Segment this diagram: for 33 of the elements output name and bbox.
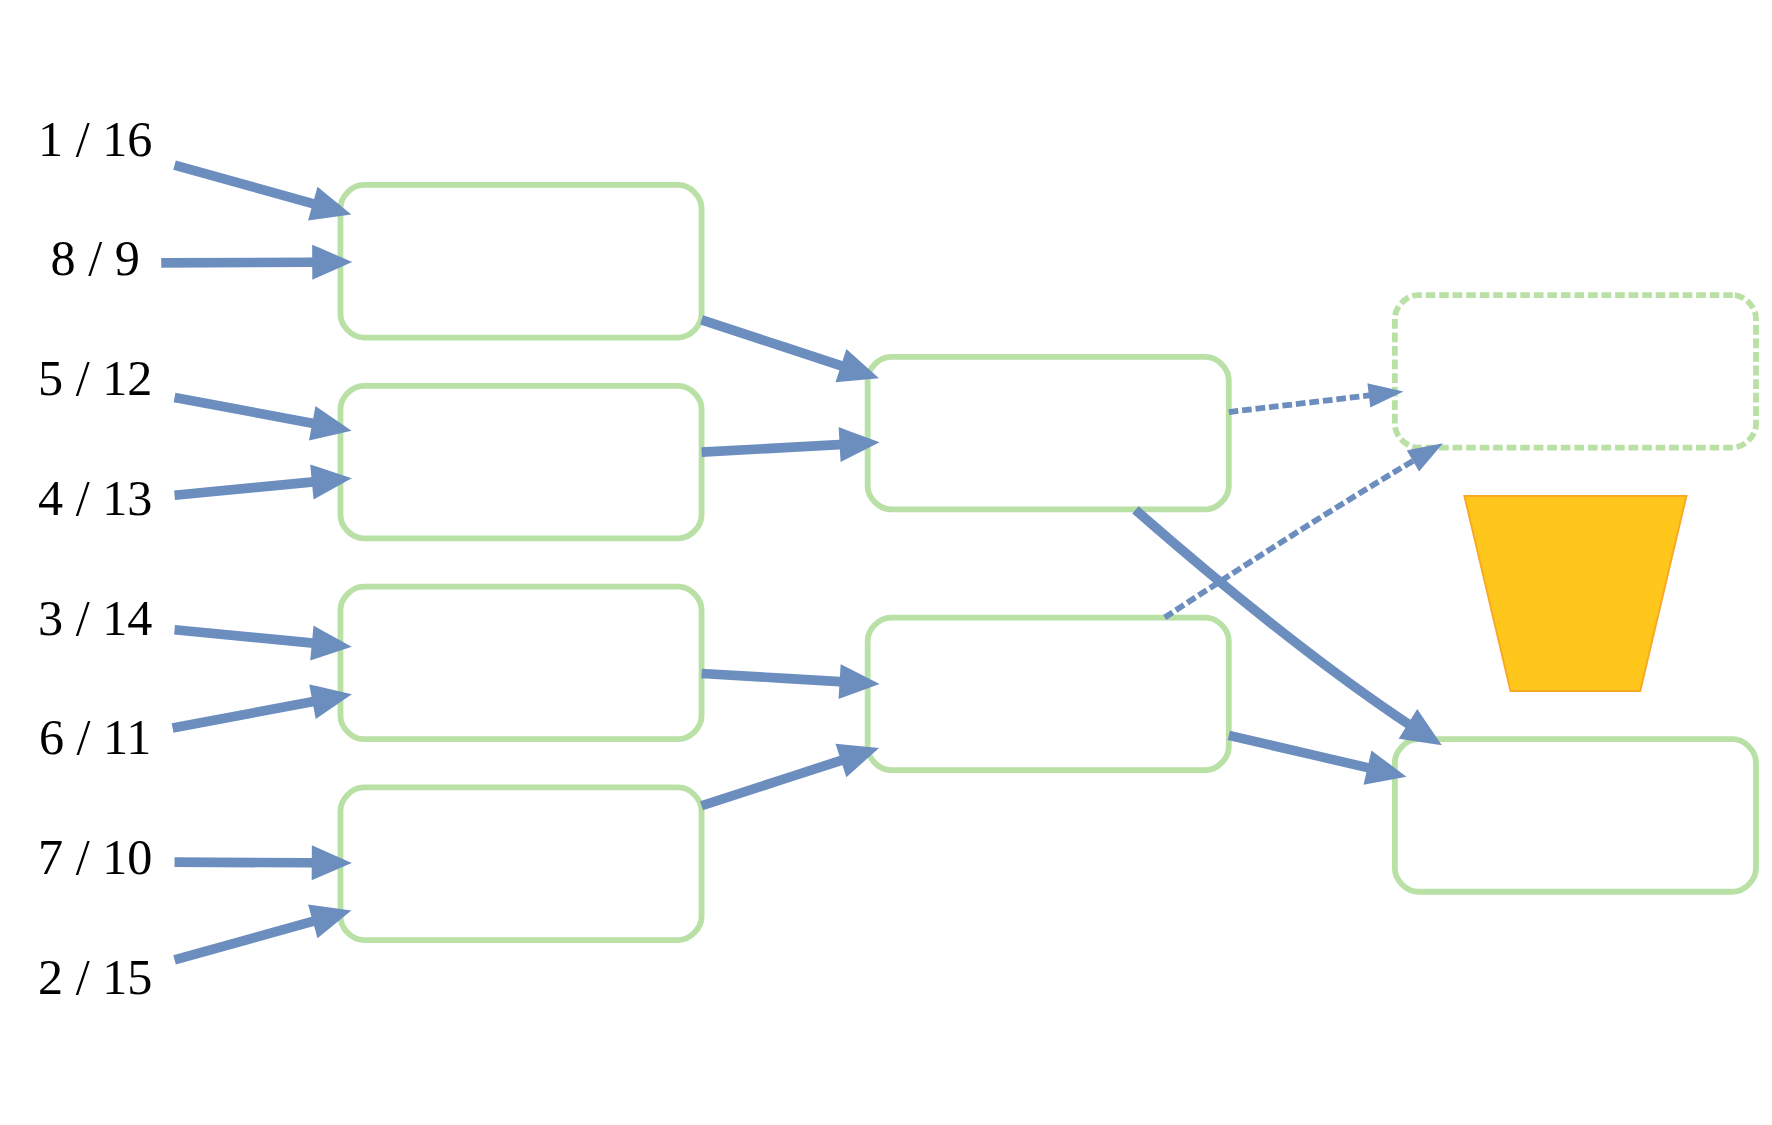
node-box [864,353,1232,513]
arrow [701,427,880,463]
arrow [174,464,352,500]
arrow [173,904,352,965]
arrow [173,160,352,221]
node-text: 1 / 16 [38,110,153,167]
arrow [1163,443,1444,620]
node-box [1391,292,1759,451]
node-box [337,182,705,341]
node-text: 5 / 12 [38,350,153,407]
node-text: 8 / 9 [50,230,140,287]
node-box [1391,736,1759,895]
node-box [337,382,705,542]
node-text: 7 / 10 [38,828,153,885]
node-box [864,614,1232,773]
node-box [337,784,705,943]
node-text: 6 / 11 [38,709,152,766]
arrow [1228,383,1404,415]
arrow [174,845,352,881]
arrow [700,743,880,811]
arrow [700,315,879,383]
node-box [337,583,705,743]
arrow [173,392,352,441]
node-picture [1463,494,1688,692]
arrow [161,244,353,280]
arrow [1227,730,1407,785]
arrow [174,625,352,661]
node-text: 3 / 14 [38,589,153,646]
arrow [1132,506,1442,746]
node-text: 2 / 15 [38,948,153,1005]
node-text: 4 / 13 [38,469,153,526]
arrow [701,664,880,700]
arrow [171,684,352,733]
